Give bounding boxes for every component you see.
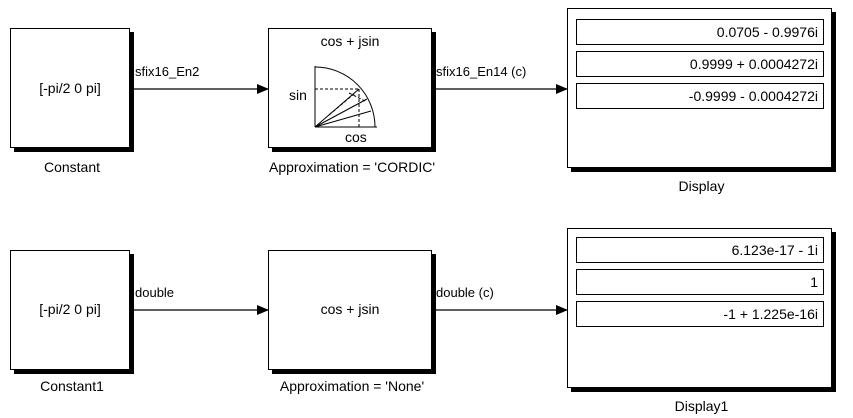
constant-value: [-pi/2 0 pi] <box>39 80 101 96</box>
constant1-block[interactable]: [-pi/2 0 pi] <box>10 250 130 370</box>
display1-block[interactable]: 6.123e-17 - 1i 1 -1 + 1.225e-16i <box>567 228 832 388</box>
cordic-block-caption: Approximation = 'CORDIC' <box>268 159 435 175</box>
constant1-value: [-pi/2 0 pi] <box>39 301 101 317</box>
constant-caption: Constant <box>43 159 101 175</box>
signal-label-row1-out: sfix16_En14 (c) <box>436 64 527 79</box>
display1-value-1: 6.123e-17 - 1i <box>576 237 824 263</box>
display-caption: Display <box>678 178 725 194</box>
signal-label-row2-out: double (c) <box>436 285 494 300</box>
cordic-sin-label: sin <box>289 87 307 103</box>
display-value-2: 0.9999 + 0.0004272i <box>576 51 824 77</box>
signal-label-row1-in: sfix16_En2 <box>135 64 200 79</box>
cordic-block-title: cos + jsin <box>320 33 380 49</box>
signal-label-row2-in: double <box>135 285 175 300</box>
cordic-block[interactable]: cos + jsin sin cos <box>268 28 432 148</box>
cordic-unit-circle-icon <box>314 66 377 128</box>
display1-value-2: 1 <box>576 269 824 295</box>
cos-jsin-block[interactable]: cos + jsin <box>268 250 432 370</box>
cordic-cos-label: cos <box>345 129 367 145</box>
display-value-3: -0.9999 - 0.0004272i <box>576 83 824 109</box>
display-value-1: 0.0705 - 0.9976i <box>576 19 824 45</box>
constant-block[interactable]: [-pi/2 0 pi] <box>10 28 130 148</box>
cos-jsin-block-title: cos + jsin <box>320 301 380 317</box>
display1-caption: Display1 <box>674 398 729 414</box>
cos-jsin-block-caption: Approximation = 'None' <box>279 378 425 394</box>
constant1-caption: Constant1 <box>40 378 104 394</box>
display-block[interactable]: 0.0705 - 0.9976i 0.9999 + 0.0004272i -0.… <box>567 8 832 168</box>
display1-value-3: -1 + 1.225e-16i <box>576 301 824 327</box>
